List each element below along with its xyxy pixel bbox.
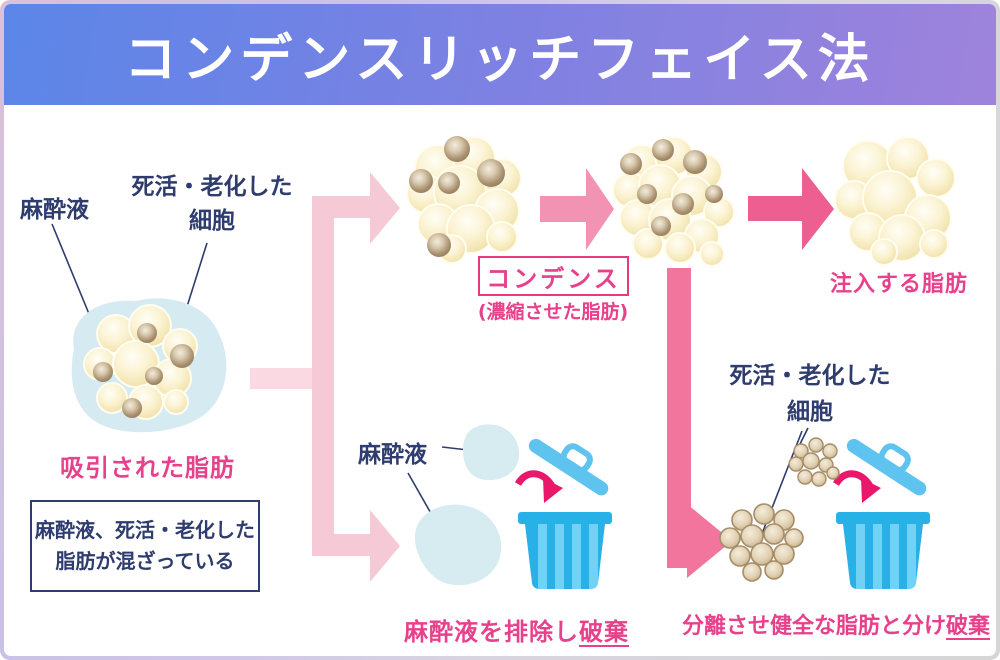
discard-dead-cells-caption-main: 分離させ健全な脂肪と分け	[682, 614, 947, 639]
dead-cell-cluster-large	[719, 503, 804, 582]
injectable-fat-cluster	[834, 136, 956, 266]
dead-cells-in-blob	[93, 323, 194, 418]
page-title: コンデンスリッチフェイス法	[124, 30, 876, 90]
dead-cell-cluster-small	[788, 437, 840, 487]
suctioned-fat-caption: 吸引された脂肪	[60, 454, 235, 482]
trash-can-dead-cells	[836, 424, 937, 589]
fat-cluster-mixed	[406, 136, 522, 264]
flow-arrow-2	[748, 168, 834, 250]
mixed-fat-note-box: 麻酔液、死活・老化した 脂肪が混ざっている	[30, 500, 260, 592]
note-line2: 脂肪が混ざっている	[55, 549, 235, 573]
discard-anesthetic-caption-underlined: 破棄	[579, 618, 629, 646]
anesthetic-label-discard: 麻酔液	[358, 442, 427, 468]
anesthetic-label-source: 麻酔液	[20, 197, 89, 223]
down-arrow	[667, 268, 732, 578]
discard-anesthetic-caption-main: 麻酔液を排除し	[404, 618, 579, 646]
anesthetic-liquid-blobs	[414, 424, 520, 586]
suctioned-fat-illustration	[71, 298, 227, 433]
branch-arrow	[250, 172, 400, 582]
dead-cells-label-line2: 細胞	[189, 208, 235, 234]
dead-cells-label-line1: 死活・老化した	[131, 174, 293, 200]
dead-cells-discard-line2: 細胞	[787, 399, 833, 425]
header-banner: コンデンスリッチフェイス法	[4, 4, 996, 105]
condensed-fat-cluster	[612, 136, 735, 267]
diagram-illustration	[51, 136, 956, 656]
discard-dead-cells-caption-underlined: 破棄	[946, 614, 991, 639]
discard-dead-cells-caption: 分離させ健全な脂肪と分け破棄	[682, 608, 990, 640]
condense-label: コンデンス	[486, 264, 621, 293]
condense-label-box: コンデンス	[478, 256, 629, 296]
flow-arrow-1	[540, 168, 614, 250]
trash-can-anesthetic	[518, 424, 619, 589]
dead-cells-label-discard: 死活・老化した 細胞	[701, 358, 919, 430]
note-line1: 麻酔液、死活・老化した	[35, 518, 255, 542]
content-area: コンデンスリッチフェイス法	[4, 4, 996, 656]
condense-sublabel: (濃縮させた脂肪)	[477, 301, 629, 323]
discard-anesthetic-caption: 麻酔液を排除し破棄	[404, 612, 629, 647]
dead-cells-discard-line1: 死活・老化した	[729, 363, 891, 389]
inject-fat-caption: 注入する脂肪	[830, 272, 969, 297]
dead-cells-label-source: 死活・老化した 細胞	[122, 170, 302, 238]
